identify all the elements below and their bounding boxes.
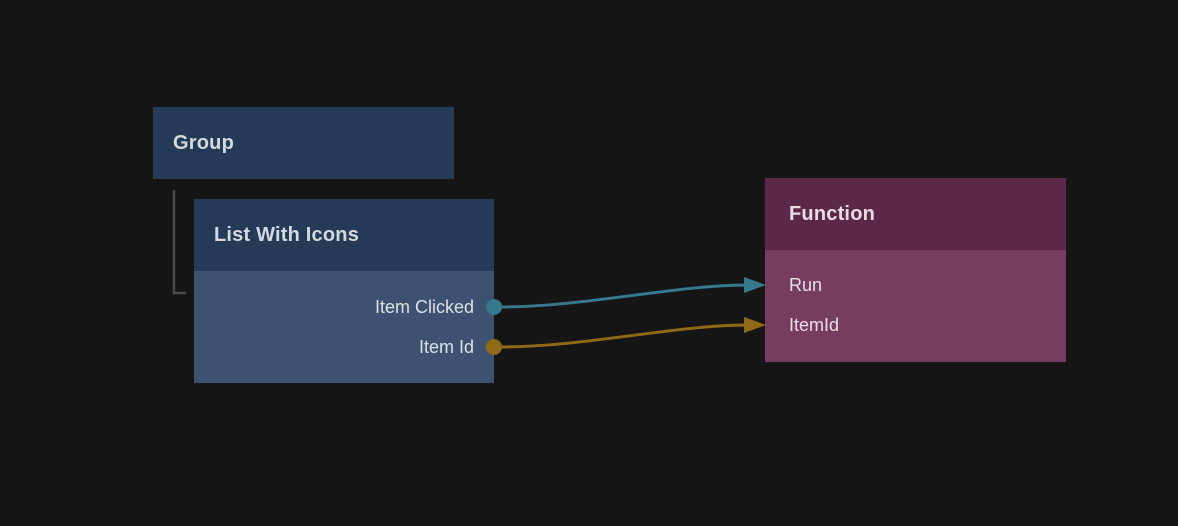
node-list-title: List With Icons bbox=[214, 223, 360, 246]
node-function-header[interactable]: Function bbox=[765, 178, 1066, 250]
input-label-run: Run bbox=[789, 274, 823, 295]
output-port-item-clicked[interactable] bbox=[486, 299, 502, 315]
wire-item-id-to-itemid[interactable] bbox=[497, 323, 750, 349]
input-row-itemid: ItemId bbox=[765, 305, 1066, 345]
group-child-connector-line bbox=[172, 190, 186, 295]
output-row-item-id: Item Id bbox=[194, 327, 494, 367]
node-function[interactable]: Function Run ItemId bbox=[765, 178, 1066, 362]
output-port-item-id[interactable] bbox=[486, 339, 502, 355]
input-label-itemid: ItemId bbox=[789, 314, 840, 335]
wire-arrowhead-itemid bbox=[744, 317, 766, 333]
node-function-body: Run ItemId bbox=[765, 250, 1066, 362]
node-group-header[interactable]: Group bbox=[153, 107, 454, 179]
output-label-item-clicked: Item Clicked bbox=[374, 296, 474, 317]
output-row-item-clicked: Item Clicked bbox=[194, 287, 494, 327]
node-list-with-icons[interactable]: List With Icons Item Clicked Item Id bbox=[194, 199, 494, 383]
node-group-title: Group bbox=[173, 131, 234, 154]
node-list-body: Item Clicked Item Id bbox=[194, 271, 494, 383]
wire-arrowhead-run bbox=[744, 277, 766, 293]
node-group[interactable]: Group bbox=[153, 107, 454, 180]
input-row-run: Run bbox=[765, 265, 1066, 305]
output-label-item-id: Item Id bbox=[418, 336, 474, 357]
wire-item-clicked-to-run[interactable] bbox=[497, 283, 750, 309]
node-function-title: Function bbox=[789, 202, 876, 225]
node-list-header[interactable]: List With Icons bbox=[194, 199, 494, 271]
